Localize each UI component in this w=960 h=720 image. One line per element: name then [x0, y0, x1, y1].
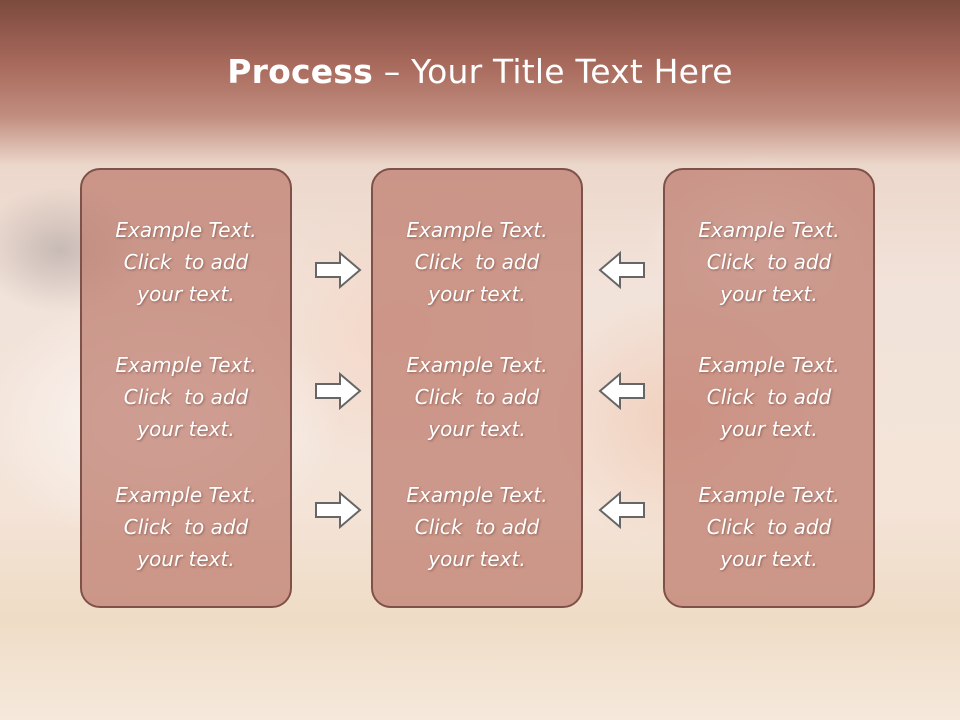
text-line: Example Text. — [406, 483, 548, 507]
text-line: Click to add — [123, 515, 249, 539]
text-line: Example Text. — [698, 218, 840, 242]
text-block[interactable]: Example Text. Click to add your text. — [665, 349, 873, 445]
text-line: your text. — [137, 417, 235, 441]
text-line: your text. — [428, 282, 526, 306]
text-line: your text. — [428, 547, 526, 571]
left-arrow-icon[interactable] — [598, 490, 646, 530]
title-rest-part: Your Title Text Here — [411, 52, 733, 91]
left-arrow-icon[interactable] — [598, 250, 646, 290]
text-line: Example Text. — [406, 218, 548, 242]
right-arrow-icon[interactable] — [314, 371, 362, 411]
text-line: your text. — [428, 417, 526, 441]
text-line: Click to add — [706, 250, 832, 274]
text-line: Click to add — [123, 385, 249, 409]
text-line: Example Text. — [115, 353, 257, 377]
text-line: your text. — [137, 547, 235, 571]
title-dash: – — [373, 52, 412, 91]
text-block[interactable]: Example Text. Click to add your text. — [665, 214, 873, 310]
text-line: Example Text. — [698, 483, 840, 507]
text-block[interactable]: Example Text. Click to add your text. — [373, 214, 581, 310]
process-panel-center[interactable]: Example Text. Click to add your text. Ex… — [371, 168, 583, 608]
text-line: Example Text. — [698, 353, 840, 377]
process-panel-left[interactable]: Example Text. Click to add your text. Ex… — [80, 168, 292, 608]
text-line: Click to add — [706, 385, 832, 409]
text-block[interactable]: Example Text. Click to add your text. — [82, 479, 290, 575]
slide-title[interactable]: Process – Your Title Text Here — [0, 52, 960, 91]
text-line: Example Text. — [406, 353, 548, 377]
text-block[interactable]: Example Text. Click to add your text. — [82, 349, 290, 445]
left-arrow-icon[interactable] — [598, 371, 646, 411]
right-arrow-icon[interactable] — [314, 490, 362, 530]
text-line: your text. — [720, 282, 818, 306]
text-line: your text. — [720, 547, 818, 571]
text-line: Click to add — [414, 385, 540, 409]
process-panel-right[interactable]: Example Text. Click to add your text. Ex… — [663, 168, 875, 608]
text-block[interactable]: Example Text. Click to add your text. — [665, 479, 873, 575]
text-block[interactable]: Example Text. Click to add your text. — [373, 479, 581, 575]
text-line: Click to add — [414, 250, 540, 274]
text-line: your text. — [720, 417, 818, 441]
text-block[interactable]: Example Text. Click to add your text. — [82, 214, 290, 310]
title-bold-part: Process — [227, 52, 373, 91]
text-line: Example Text. — [115, 218, 257, 242]
text-line: Click to add — [123, 250, 249, 274]
right-arrow-icon[interactable] — [314, 250, 362, 290]
text-line: Click to add — [706, 515, 832, 539]
text-line: your text. — [137, 282, 235, 306]
text-line: Example Text. — [115, 483, 257, 507]
text-block[interactable]: Example Text. Click to add your text. — [373, 349, 581, 445]
text-line: Click to add — [414, 515, 540, 539]
